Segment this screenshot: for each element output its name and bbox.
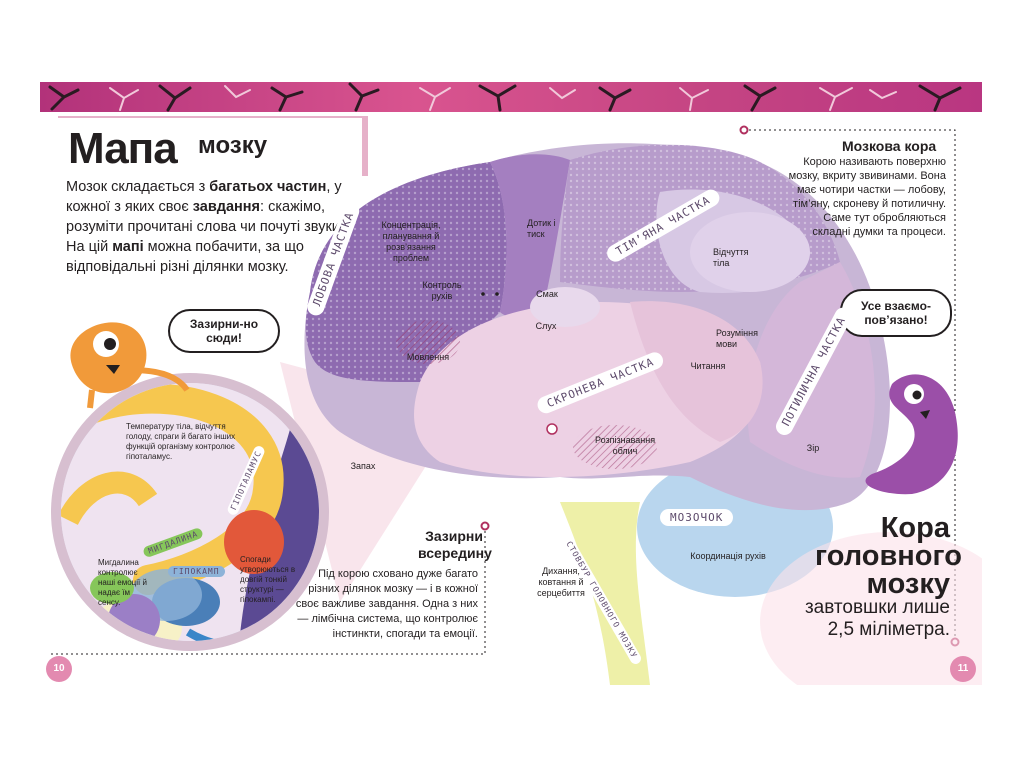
speech-bubble-left: Зазирни-но сюди! (168, 309, 280, 353)
hippocampus-text: Спогади утворюються в довгій тонкій стру… (240, 555, 296, 604)
limbic-magnifier (51, 373, 329, 651)
area-breathing: Дихання, ковтання й серцебиття (537, 566, 585, 598)
title-sub: мозку (198, 132, 268, 159)
neuron-banner (40, 82, 982, 112)
area-coordination: Координація рухів (690, 551, 766, 561)
amygdala-text: Мигдалина контролює наші емоції й надає … (98, 558, 147, 607)
speech-bubble-right: Усе взаємо-пов’язано! (840, 289, 952, 337)
area-touch: Дотик і тиск (527, 218, 556, 239)
area-language: Розуміння мови (716, 328, 758, 349)
label-hippocampus: ГІПОКАМП (168, 566, 225, 577)
monster-orange-icon (70, 322, 190, 409)
page-number-left: 10 (46, 656, 72, 682)
monster-purple-icon (865, 374, 958, 495)
area-speech: Мовлення (406, 352, 450, 362)
area-reading: Читання (690, 361, 726, 371)
cortex-text: Корою називають поверхню мозку, вкриту з… (788, 156, 946, 238)
page-number-right: 11 (950, 656, 976, 682)
inside-text: Під корою сховано дуже багато різних діл… (295, 568, 478, 640)
hypothalamus-text: Температуру тіла, відчуття голоду, спраг… (126, 422, 236, 461)
inside-title: Зазирни всередину (418, 528, 492, 561)
intro-paragraph: Мозок складається з багатьох частин, у к… (66, 179, 344, 275)
fact-text: завтовшки лише 2,5 міліметра. (804, 597, 950, 640)
area-body-sense: Відчуття тіла (713, 247, 749, 268)
area-faces: Розпізнавання облич (595, 435, 656, 456)
area-vision: Зір (806, 443, 820, 453)
cortex-title: Мозкова кора (842, 138, 937, 154)
area-smell: Запах (350, 461, 376, 471)
book-spread: Мапа мозку Мозок складається з багатьох … (40, 82, 982, 685)
lobe-label-cerebellum: МОЗОЧОК (660, 509, 734, 526)
area-taste: Смак (536, 289, 558, 299)
fact-title: Кора головного мозку (815, 512, 962, 600)
area-concentration: Концентрація, планування й розв’язання п… (381, 220, 441, 263)
area-movement: Контроль рухів (422, 280, 462, 301)
area-hearing: Слух (535, 321, 557, 331)
neuron-pattern-icon (48, 82, 962, 112)
title-main: Мапа (68, 124, 178, 173)
page-heading: Мапа мозку (58, 116, 368, 176)
